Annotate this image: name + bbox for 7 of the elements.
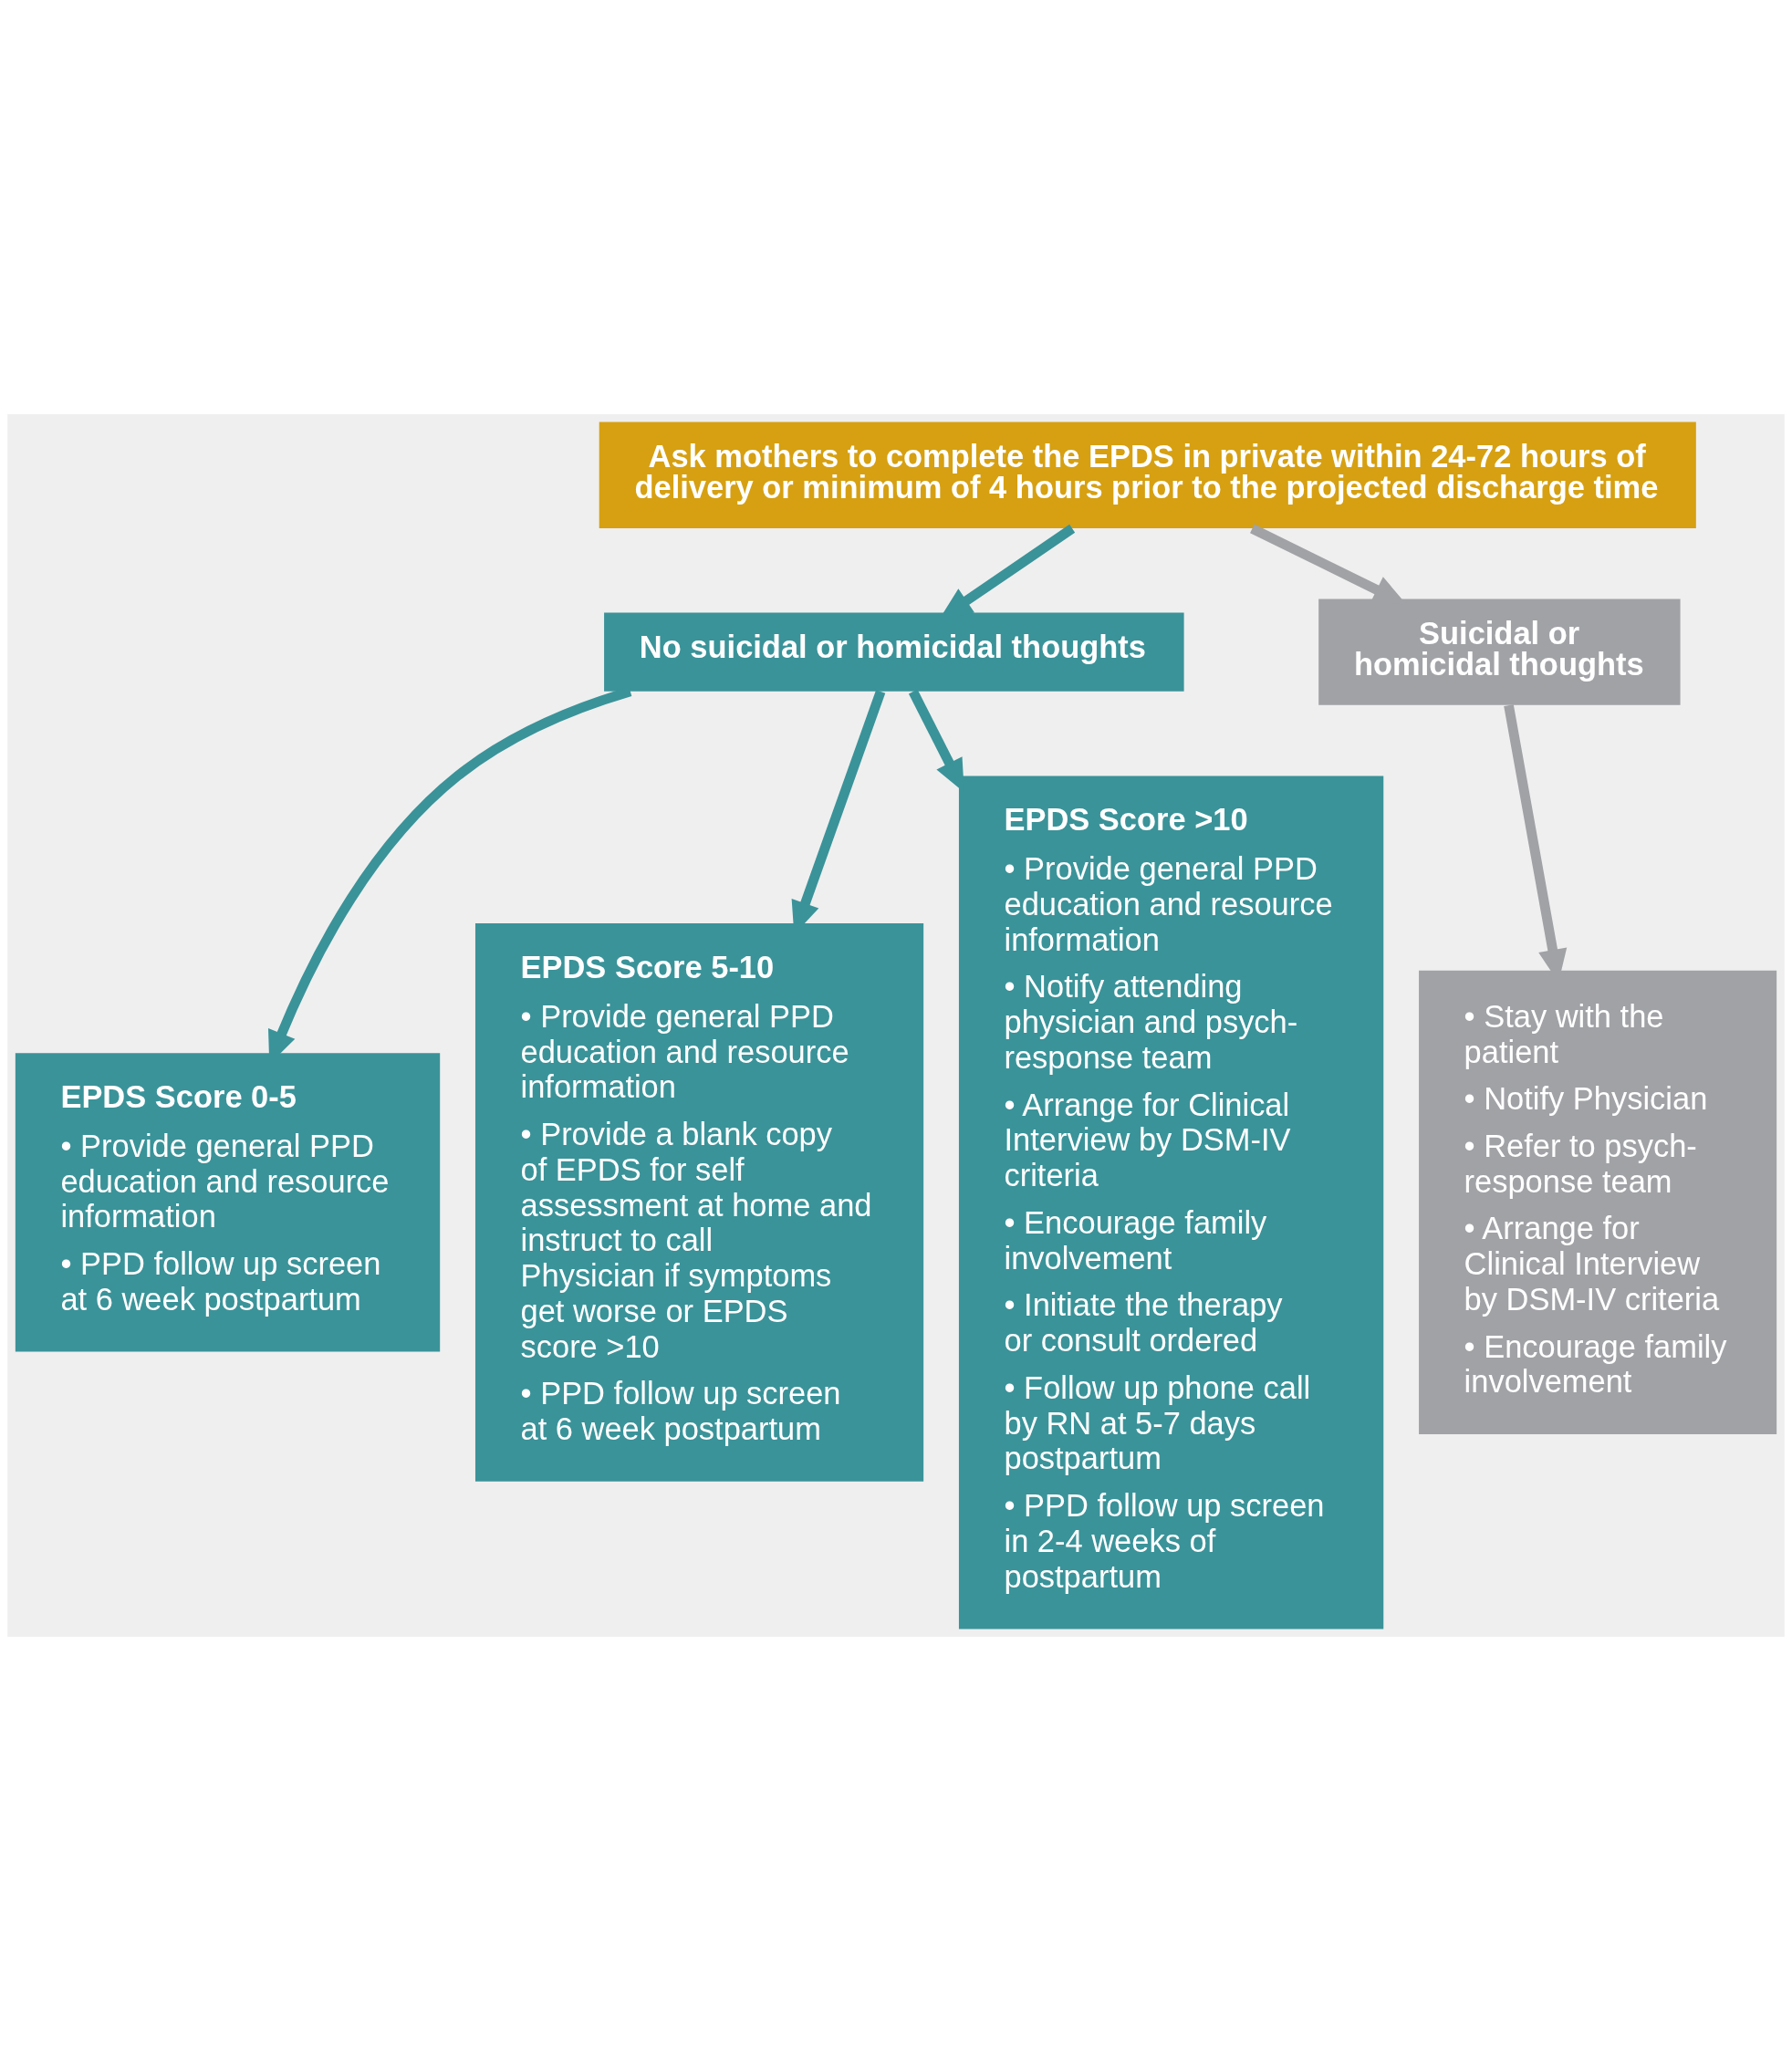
node-box: • Stay with the patient • Notify Physician • Refer to psych-response team • Arrange for Clinical Interview by DSM-IV criteria • Encourage family involvement xyxy=(1419,970,1777,1435)
node-box: EPDS Score >10 • Provide general PPD education and resource information • Notify attending physician and psych-response team • Arrange for Clinical Interview by DSM-IV criteria • Encourage family involvement • Initiate the therapy or consult ordered • Follow up phone call by RN at 5-7 days postpartum • PPD follow up screen in 2-4 weeks of postpartum xyxy=(958,776,1384,1629)
node-box: EPDS Score 5-10 • Provide general PPD education and resource information • Provide a blank copy of EPDS for self assessment at home and instruct to call Physician if symptoms get worse or EPDS score >10 • PPD follow up screen at 6 week postpartum xyxy=(474,922,924,1482)
node-box: EPDS Score 0-5 • Provide general PPD education and resource information • PPD follow up screen at 6 week postpartum xyxy=(15,1053,441,1352)
node-box: Suicidal or homicidal thoughts xyxy=(1318,599,1681,705)
node-box: Ask mothers to complete the EPDS in private within 24-72 hours of delivery or minimum of 4 hours prior to the projected discharge time xyxy=(599,422,1696,528)
node-box: No suicidal or homicidal thoughts xyxy=(604,612,1184,692)
